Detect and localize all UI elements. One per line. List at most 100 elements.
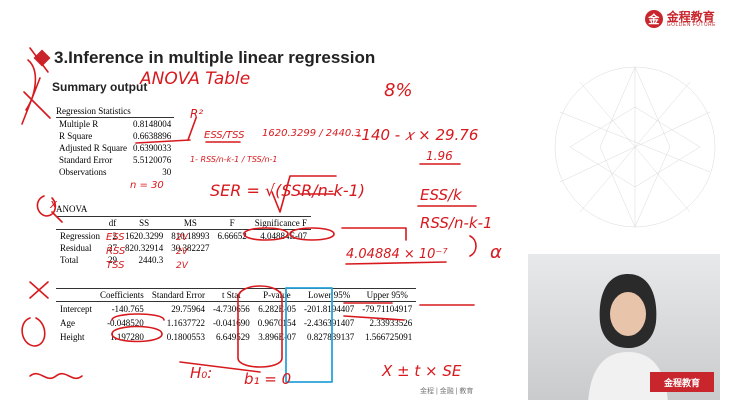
- ink-sig-note: 4.04884 × 10⁻⁷: [346, 247, 448, 262]
- ink-x-mark: [29, 281, 49, 299]
- presenter-video[interactable]: 金程教育: [528, 254, 720, 400]
- ink-b1: b₁ = 0: [244, 370, 291, 388]
- coef-header: Standard Error: [147, 288, 210, 302]
- coef-header: Coefficients: [95, 288, 148, 302]
- slide-title: 3.Inference in multiple linear regressio…: [54, 48, 376, 67]
- coef-cell: -4.730656: [213, 304, 250, 314]
- coef-row: Intercept -140.765 29.75964 -4.730656 6.282E…: [56, 302, 416, 317]
- coef-cell: 6.649529: [216, 332, 250, 342]
- anova-cell: Regression: [60, 231, 100, 241]
- coef-cell: 1.197280: [110, 332, 144, 342]
- anova-header: [56, 216, 104, 230]
- decorative-globe-graphic: [554, 66, 716, 228]
- coef-cell: -140.765: [111, 304, 144, 314]
- coef-header: P-value: [253, 288, 301, 302]
- ink-adj-formula: 1- RSS/n-k-1 / TSS/n-1: [190, 155, 278, 164]
- coef-cell: Intercept: [60, 304, 92, 314]
- coef-cell: 3.896E-07: [258, 332, 297, 342]
- coef-cell: 29.75964: [171, 304, 206, 314]
- coef-cell: Age: [60, 318, 75, 328]
- stats-row: Multiple R 0.8148004: [56, 118, 174, 130]
- stats-label: Adjusted R Square: [59, 143, 127, 153]
- ink-interval: X ± t × SE: [381, 362, 462, 380]
- stats-label: Multiple R: [59, 119, 99, 129]
- anova-cell: [214, 254, 251, 266]
- coef-cell: 1.566725091: [364, 332, 413, 342]
- ink-rss-nk1: RSS/n-k-1: [420, 214, 493, 232]
- coef-cell: 0.1800553: [166, 332, 206, 342]
- ink-r2: R²: [190, 107, 203, 121]
- ink-arrow-ssr: [187, 117, 197, 141]
- stats-label: R Square: [59, 131, 93, 141]
- stats-value: 0.8148004: [133, 119, 172, 129]
- coef-cell: 6.282E-05: [258, 304, 297, 314]
- brand-tagline: GOLDEN FUTURE: [666, 21, 716, 28]
- coef-header: [56, 288, 96, 302]
- stats-value: 5.5120076: [133, 155, 172, 165]
- ink-196: 1.96: [426, 149, 453, 163]
- anova-cell: 29: [108, 255, 117, 265]
- stats-label: Observations: [59, 167, 107, 177]
- ink-alpha-underline: [345, 261, 447, 265]
- ink-h0: H₀:: [190, 364, 212, 382]
- coef-cell: -201.8194407: [304, 304, 355, 314]
- stats-value: 0.6638896: [133, 131, 172, 141]
- ink-alpha: α: [490, 242, 502, 263]
- anova-cell: 2440.3: [138, 255, 164, 265]
- coef-cell: -0.041690: [213, 318, 250, 328]
- anova-title: ANOVA: [56, 204, 88, 214]
- brand-name: 金程教育: [666, 9, 715, 24]
- anova-header: SS: [121, 216, 168, 230]
- coef-cell: -2.436391407: [304, 318, 355, 328]
- anova-cell: Residual: [60, 243, 92, 253]
- presenter-figure: [588, 274, 668, 400]
- coef-cell: -79.71104917: [362, 304, 413, 314]
- regression-statistics-table: Regression Statistics Multiple R 0.814800…: [56, 106, 175, 178]
- stats-row: R Square 0.6638896: [56, 130, 174, 142]
- ink-ess-tss: ESS/TSS: [204, 130, 245, 141]
- coef-cell: 0.9670154: [257, 318, 297, 328]
- section-subtitle: Summary output: [52, 80, 148, 94]
- coef-cell: -0.048520: [107, 318, 144, 328]
- ink-ess-k: ESS/k: [420, 186, 463, 204]
- ink-arrow-height: [179, 361, 261, 373]
- ink-sample-formula: 1620.3299 / 2440.3: [262, 128, 361, 139]
- ink-equation: -140 - 𝑥 × 29.76: [356, 126, 478, 144]
- video-brand-logo: 金程教育: [650, 372, 714, 392]
- ink-sqrt: [271, 175, 337, 213]
- ink-wave: [29, 372, 83, 380]
- anova-cell: [167, 254, 213, 266]
- coef-header: t Stat: [209, 288, 254, 302]
- anova-header: Significance F: [250, 216, 311, 230]
- ink-ser: SER = √(SSR/n-k-1): [210, 181, 365, 200]
- anova-cell: [214, 242, 251, 254]
- anova-cell: 27: [108, 243, 117, 253]
- anova-cell: 810.18993: [171, 231, 210, 241]
- anova-header: F: [213, 216, 251, 230]
- regression-statistics-header: Regression Statistics: [56, 106, 175, 118]
- anova-row: Total 29 2440.3: [56, 254, 311, 266]
- watermark: 金程 | 金融 | 教育: [420, 388, 474, 395]
- anova-cell: 4.04884E-07: [260, 231, 307, 241]
- anova-cell: Total: [60, 255, 79, 265]
- coef-cell: 2.33933526: [369, 318, 413, 328]
- brand-logo: 金 金程教育 GOLDEN FUTURE: [644, 9, 716, 28]
- anova-cell: 2: [112, 231, 118, 241]
- anova-cell: 6.66652: [217, 231, 247, 241]
- coef-cell: 0.827839137: [307, 332, 355, 342]
- ink-anova-table: ANOVA Table: [139, 69, 250, 89]
- coef-header: Lower 95%: [300, 288, 359, 302]
- brand-logo-icon: 金: [644, 10, 663, 28]
- ink-bracket-right: [469, 235, 477, 257]
- diamond-bullet-icon: [33, 49, 51, 67]
- ink-box-sigf: [341, 227, 407, 241]
